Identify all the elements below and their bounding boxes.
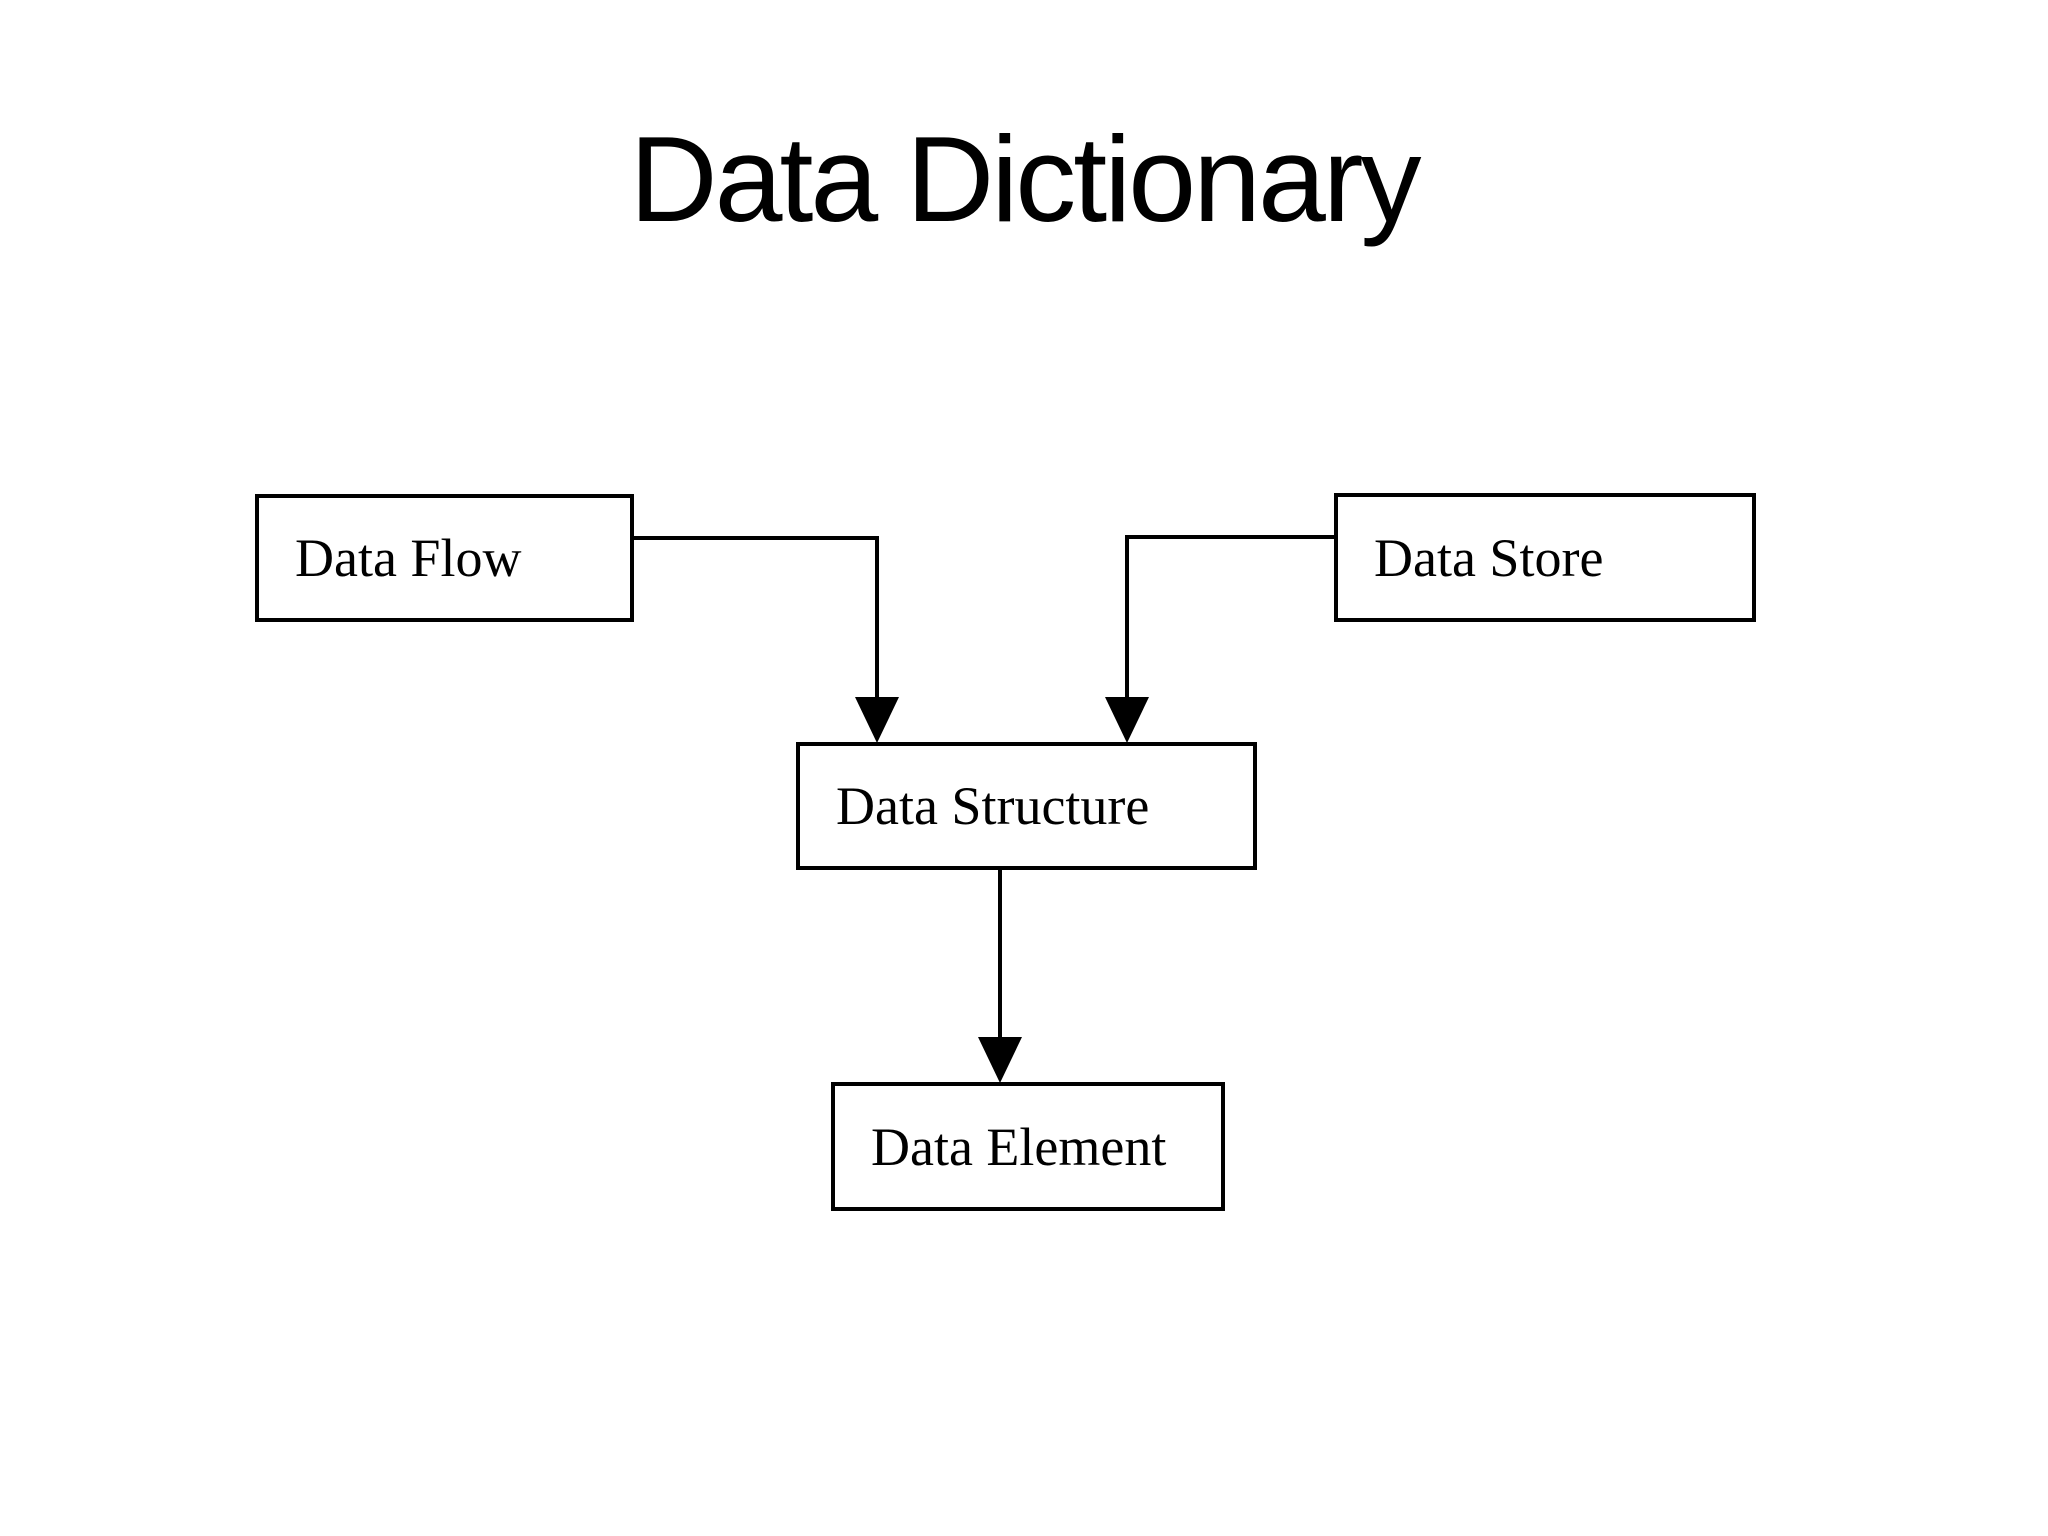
- edge-datastore-to-datastructure-vertical: [1125, 535, 1129, 702]
- arrowhead-down-icon: [855, 697, 899, 743]
- slide-title: Data Dictionary: [629, 111, 1422, 247]
- node-data-flow: Data Flow: [255, 494, 634, 622]
- node-data-element: Data Element: [831, 1082, 1225, 1211]
- edge-datastructure-to-dataelement-vertical: [998, 870, 1002, 1038]
- node-data-store-label: Data Store: [1374, 527, 1604, 588]
- edge-dataflow-to-datastructure-vertical: [875, 536, 879, 702]
- node-data-structure-label: Data Structure: [836, 776, 1150, 836]
- arrowhead-down-icon: [978, 1037, 1022, 1083]
- edge-dataflow-to-datastructure-horizontal: [634, 536, 879, 540]
- node-data-store: Data Store: [1334, 493, 1756, 622]
- node-data-element-label: Data Element: [871, 1116, 1167, 1177]
- arrowhead-down-icon: [1105, 697, 1149, 743]
- node-data-flow-label: Data Flow: [295, 528, 522, 588]
- node-data-structure: Data Structure: [796, 742, 1257, 870]
- edge-datastore-to-datastructure-horizontal: [1127, 535, 1334, 539]
